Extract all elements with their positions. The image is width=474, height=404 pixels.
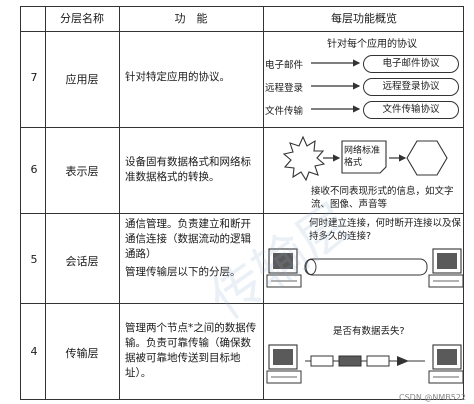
hexagon-icon: [406, 140, 448, 176]
app-label: 文件传输: [265, 106, 304, 117]
layer-function: 针对特定应用的协议。: [125, 71, 230, 83]
layer-name: 表示层: [65, 165, 99, 178]
overview-caption: 是否有数据丢失?: [333, 326, 405, 337]
layer-number: 7: [30, 71, 38, 84]
col-divider: [45, 7, 46, 399]
row-divider: [21, 127, 463, 128]
overview-caption: 何时建立连接，何时断开连接以及保持多久的连接?: [309, 218, 462, 242]
osi-table: 分层名称 功 能 每层功能概览 7 应用层 针对特定应用的协议。 针对每个应用的…: [20, 6, 464, 400]
layer-number: 4: [30, 345, 38, 358]
col-divider: [119, 7, 120, 399]
app-label: 电子邮件: [265, 60, 304, 71]
app-label: 远程登录: [265, 83, 304, 94]
protocol-pill: 电子邮件协议: [363, 55, 459, 73]
row-divider: [21, 303, 463, 304]
layer-name: 会话层: [65, 255, 99, 268]
starburst-icon: [282, 135, 326, 182]
layer-name: 应用层: [65, 73, 99, 86]
session-overview: 何时建立连接，何时断开连接以及保持多久的连接?: [265, 213, 463, 303]
application-overview: 针对每个应用的协议 电子邮件 电子邮件协议 远程登录 远程登录协议 文件传输 文…: [265, 31, 463, 127]
computer-icon: [428, 344, 463, 384]
layer-function: 设备固有数据格式和网络标准数据格式的转换。: [125, 156, 251, 183]
transfer-graphic: [266, 344, 463, 384]
layer-function: 通信管理。负责建立和断开通信连接（数据流动的逻辑通路）: [125, 218, 251, 260]
data-stream-icon: [305, 355, 425, 367]
arrows-graphic: [311, 59, 361, 113]
layer-function-extra: 管理传输层以下的分层。: [125, 266, 241, 278]
transport-overview: 是否有数据丢失?: [265, 303, 463, 399]
row-divider: [21, 31, 463, 32]
overview-caption: 接收不同表现形式的信息，如文字流、图像、声音等: [311, 186, 454, 210]
protocol-pill: 文件传输协议: [363, 101, 459, 119]
connection-graphic: [266, 248, 463, 288]
header-overview: 每层功能概览: [331, 12, 397, 25]
protocol-pill: 远程登录协议: [363, 78, 459, 96]
pipe-icon: [304, 258, 428, 276]
computer-icon: [266, 248, 302, 288]
format-conversion-graphic: [282, 135, 448, 182]
layer-number: 6: [30, 163, 38, 176]
computer-icon: [266, 344, 302, 384]
document-icon: [341, 140, 387, 174]
computer-icon: [428, 248, 463, 288]
row-divider: [21, 213, 463, 214]
header-function: 功 能: [174, 12, 208, 25]
presentation-overview: 网络标准格式 接收不同表现形式的信息，如文字流、图像、声音等: [265, 127, 463, 213]
credit-text: CSDN @NMB522: [399, 393, 466, 402]
layer-function: 管理两个节点*之间的数据传输。负责可靠传输（确保数据被可靠地传送到目标地址）。: [125, 322, 257, 379]
col-divider: [263, 7, 264, 399]
layer-name: 传输层: [65, 347, 99, 360]
layer-number: 5: [30, 253, 38, 266]
header-layer-name: 分层名称: [60, 12, 104, 25]
overview-title: 针对每个应用的协议: [327, 39, 417, 50]
format-box-label: 网络标准格式: [344, 146, 381, 168]
